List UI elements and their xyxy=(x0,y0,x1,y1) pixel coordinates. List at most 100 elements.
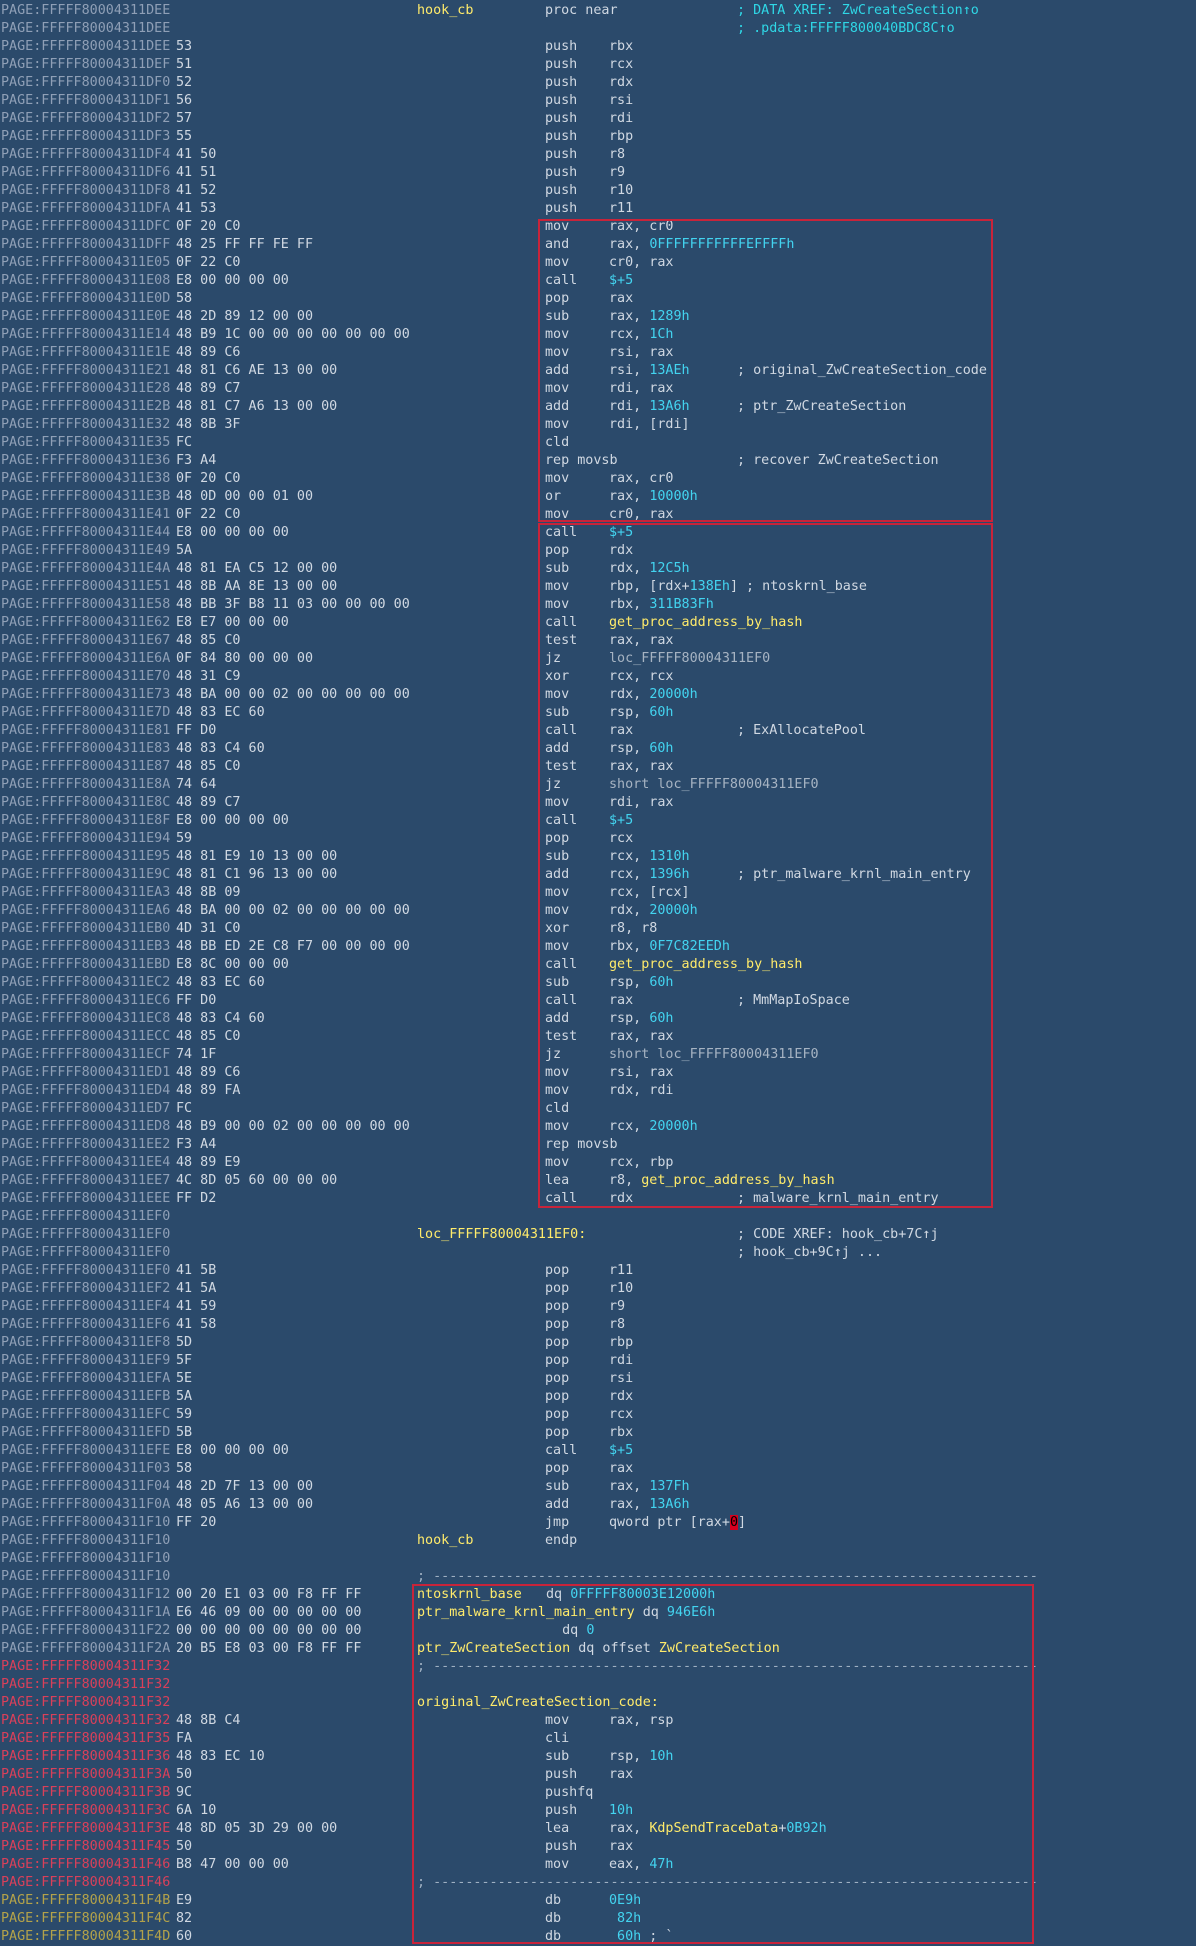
listing-row[interactable]: PAGE:FFFFF80004311F10; -----------------… xyxy=(0,1568,1196,1586)
listing-row[interactable]: PAGE:FFFFF80004311F32 xyxy=(0,1676,1196,1694)
listing-row[interactable]: PAGE:FFFFF80004311F46; -----------------… xyxy=(0,1874,1196,1892)
listing-row[interactable]: PAGE:FFFFF80004311DEE; .pdata:FFFFF80004… xyxy=(0,20,1196,38)
listing-row[interactable]: PAGE:FFFFF80004311F10 xyxy=(0,1550,1196,1568)
listing-row[interactable]: PAGE:FFFFF80004311EF0 xyxy=(0,1208,1196,1226)
listing-row[interactable]: PAGE:FFFFF80004311EF0; hook_cb+9C↑j ... xyxy=(0,1244,1196,1262)
